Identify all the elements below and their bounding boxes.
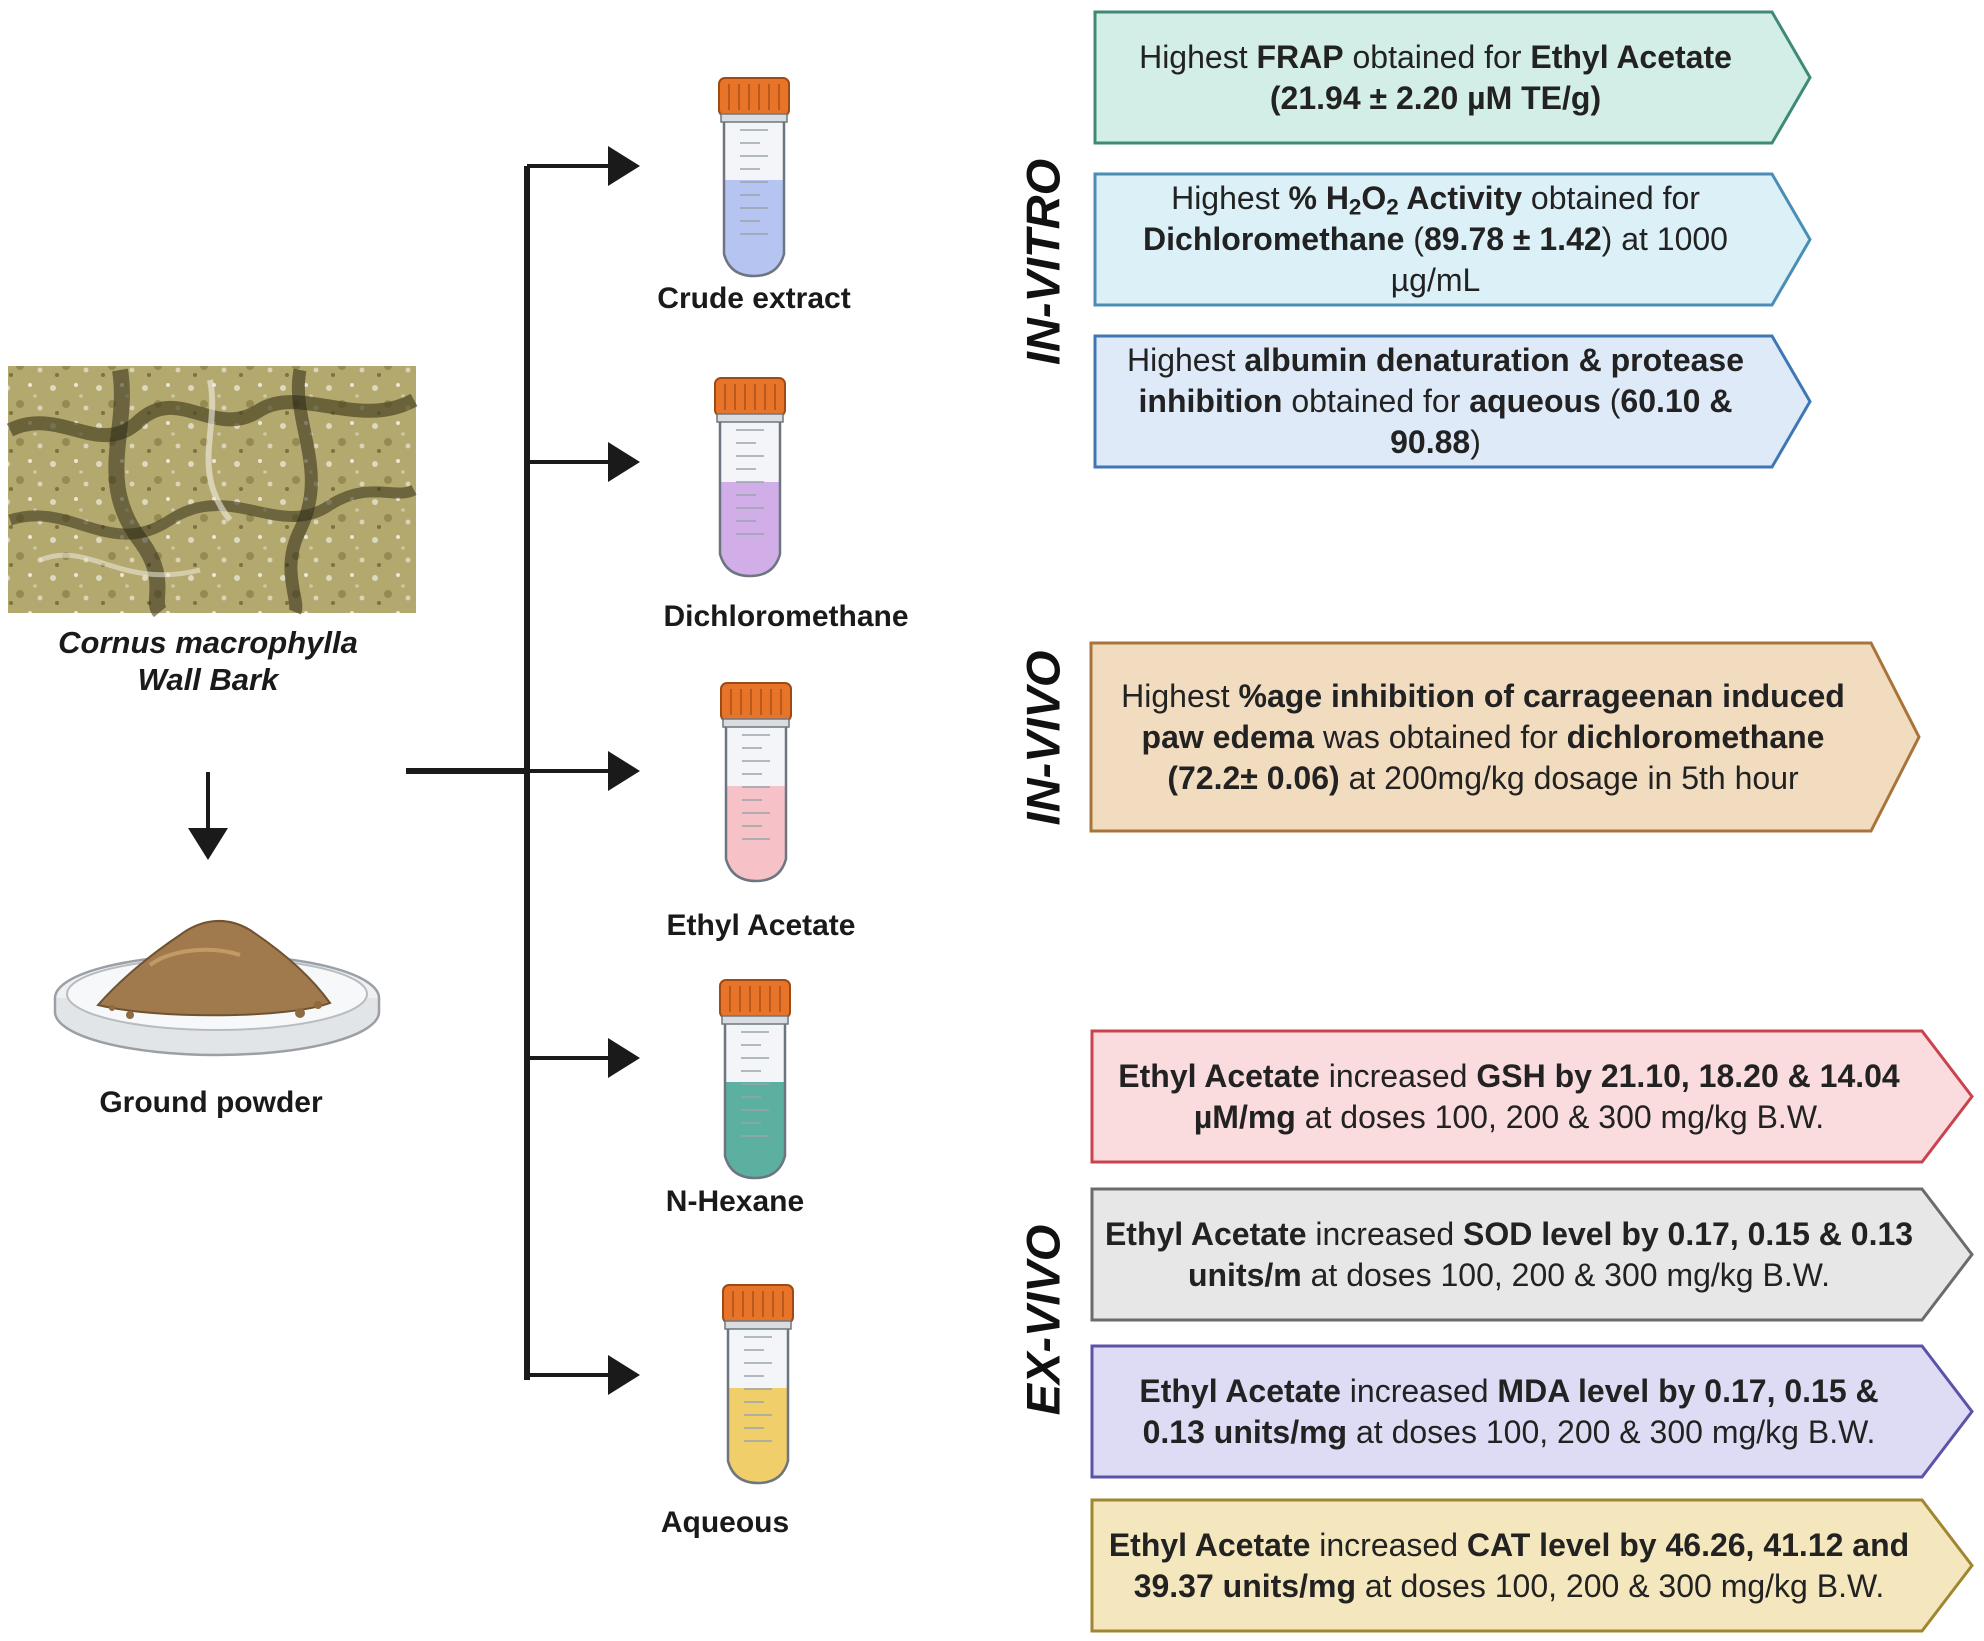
powder-label: Ground powder bbox=[99, 1086, 323, 1119]
extract-label-aqueous: Aqueous bbox=[660, 1506, 790, 1539]
species-label: Cornus macrophylla Wall Bark bbox=[58, 625, 358, 697]
extract-label-ethyl-acetate: Ethyl Acetate bbox=[666, 909, 856, 942]
section-in-vivo: IN-VIVO bbox=[1016, 650, 1070, 826]
bark-photo bbox=[6, 366, 418, 618]
tube-liquid bbox=[720, 482, 780, 576]
finding-box-gsh bbox=[1090, 1029, 1974, 1164]
section-in-vitro: IN-VITRO bbox=[1016, 158, 1070, 366]
tube-liquid bbox=[725, 1082, 785, 1178]
extract-label-n-hexane: N-Hexane bbox=[665, 1185, 805, 1218]
finding-text-carrageenan: Highest %age inhibition of carrageenan i… bbox=[1121, 677, 1845, 796]
finding-text-h2o2: Highest % H2O2 Activity obtained for Dic… bbox=[1143, 180, 1728, 298]
finding-box-albumin bbox=[1093, 334, 1812, 469]
test-tube-icon bbox=[720, 682, 792, 883]
finding-box-frap bbox=[1093, 10, 1812, 145]
tube-liquid bbox=[724, 180, 784, 276]
extract-label-crude: Crude extract bbox=[657, 282, 851, 315]
petri-dish-icon bbox=[53, 919, 381, 1057]
finding-text-frap: Highest FRAP obtained for Ethyl Acetate … bbox=[1139, 38, 1732, 116]
test-tube-icon bbox=[722, 1284, 794, 1485]
extraction-branch bbox=[406, 166, 530, 1380]
finding-text-albumin: Highest albumin denaturation & protease … bbox=[1126, 342, 1744, 460]
finding-box-carrageenan bbox=[1089, 641, 1921, 833]
finding-box-sod bbox=[1090, 1187, 1974, 1322]
finding-box-cat bbox=[1090, 1498, 1974, 1633]
branch-arrows bbox=[527, 146, 640, 1395]
finding-box-mda bbox=[1090, 1344, 1974, 1479]
test-tube-icon bbox=[714, 377, 786, 578]
finding-text-mda: Ethyl Acetate increased MDA level by 0.1… bbox=[1139, 1372, 1879, 1450]
section-ex-vivo: EX-VIVO bbox=[1016, 1224, 1070, 1416]
finding-box-h2o2 bbox=[1093, 172, 1812, 307]
extract-label-dichloromethane: Dichloromethane bbox=[663, 600, 909, 633]
finding-text-cat: Ethyl Acetate increased CAT level by 46.… bbox=[1108, 1526, 1910, 1604]
test-tube-icon bbox=[718, 77, 790, 278]
test-tube-icon bbox=[719, 979, 791, 1180]
finding-text-gsh: Ethyl Acetate increased GSH by 21.10, 18… bbox=[1118, 1057, 1900, 1135]
finding-text-sod: Ethyl Acetate increased SOD level by 0.1… bbox=[1104, 1215, 1914, 1293]
tube-liquid bbox=[728, 1388, 788, 1483]
tube-liquid bbox=[726, 786, 786, 881]
